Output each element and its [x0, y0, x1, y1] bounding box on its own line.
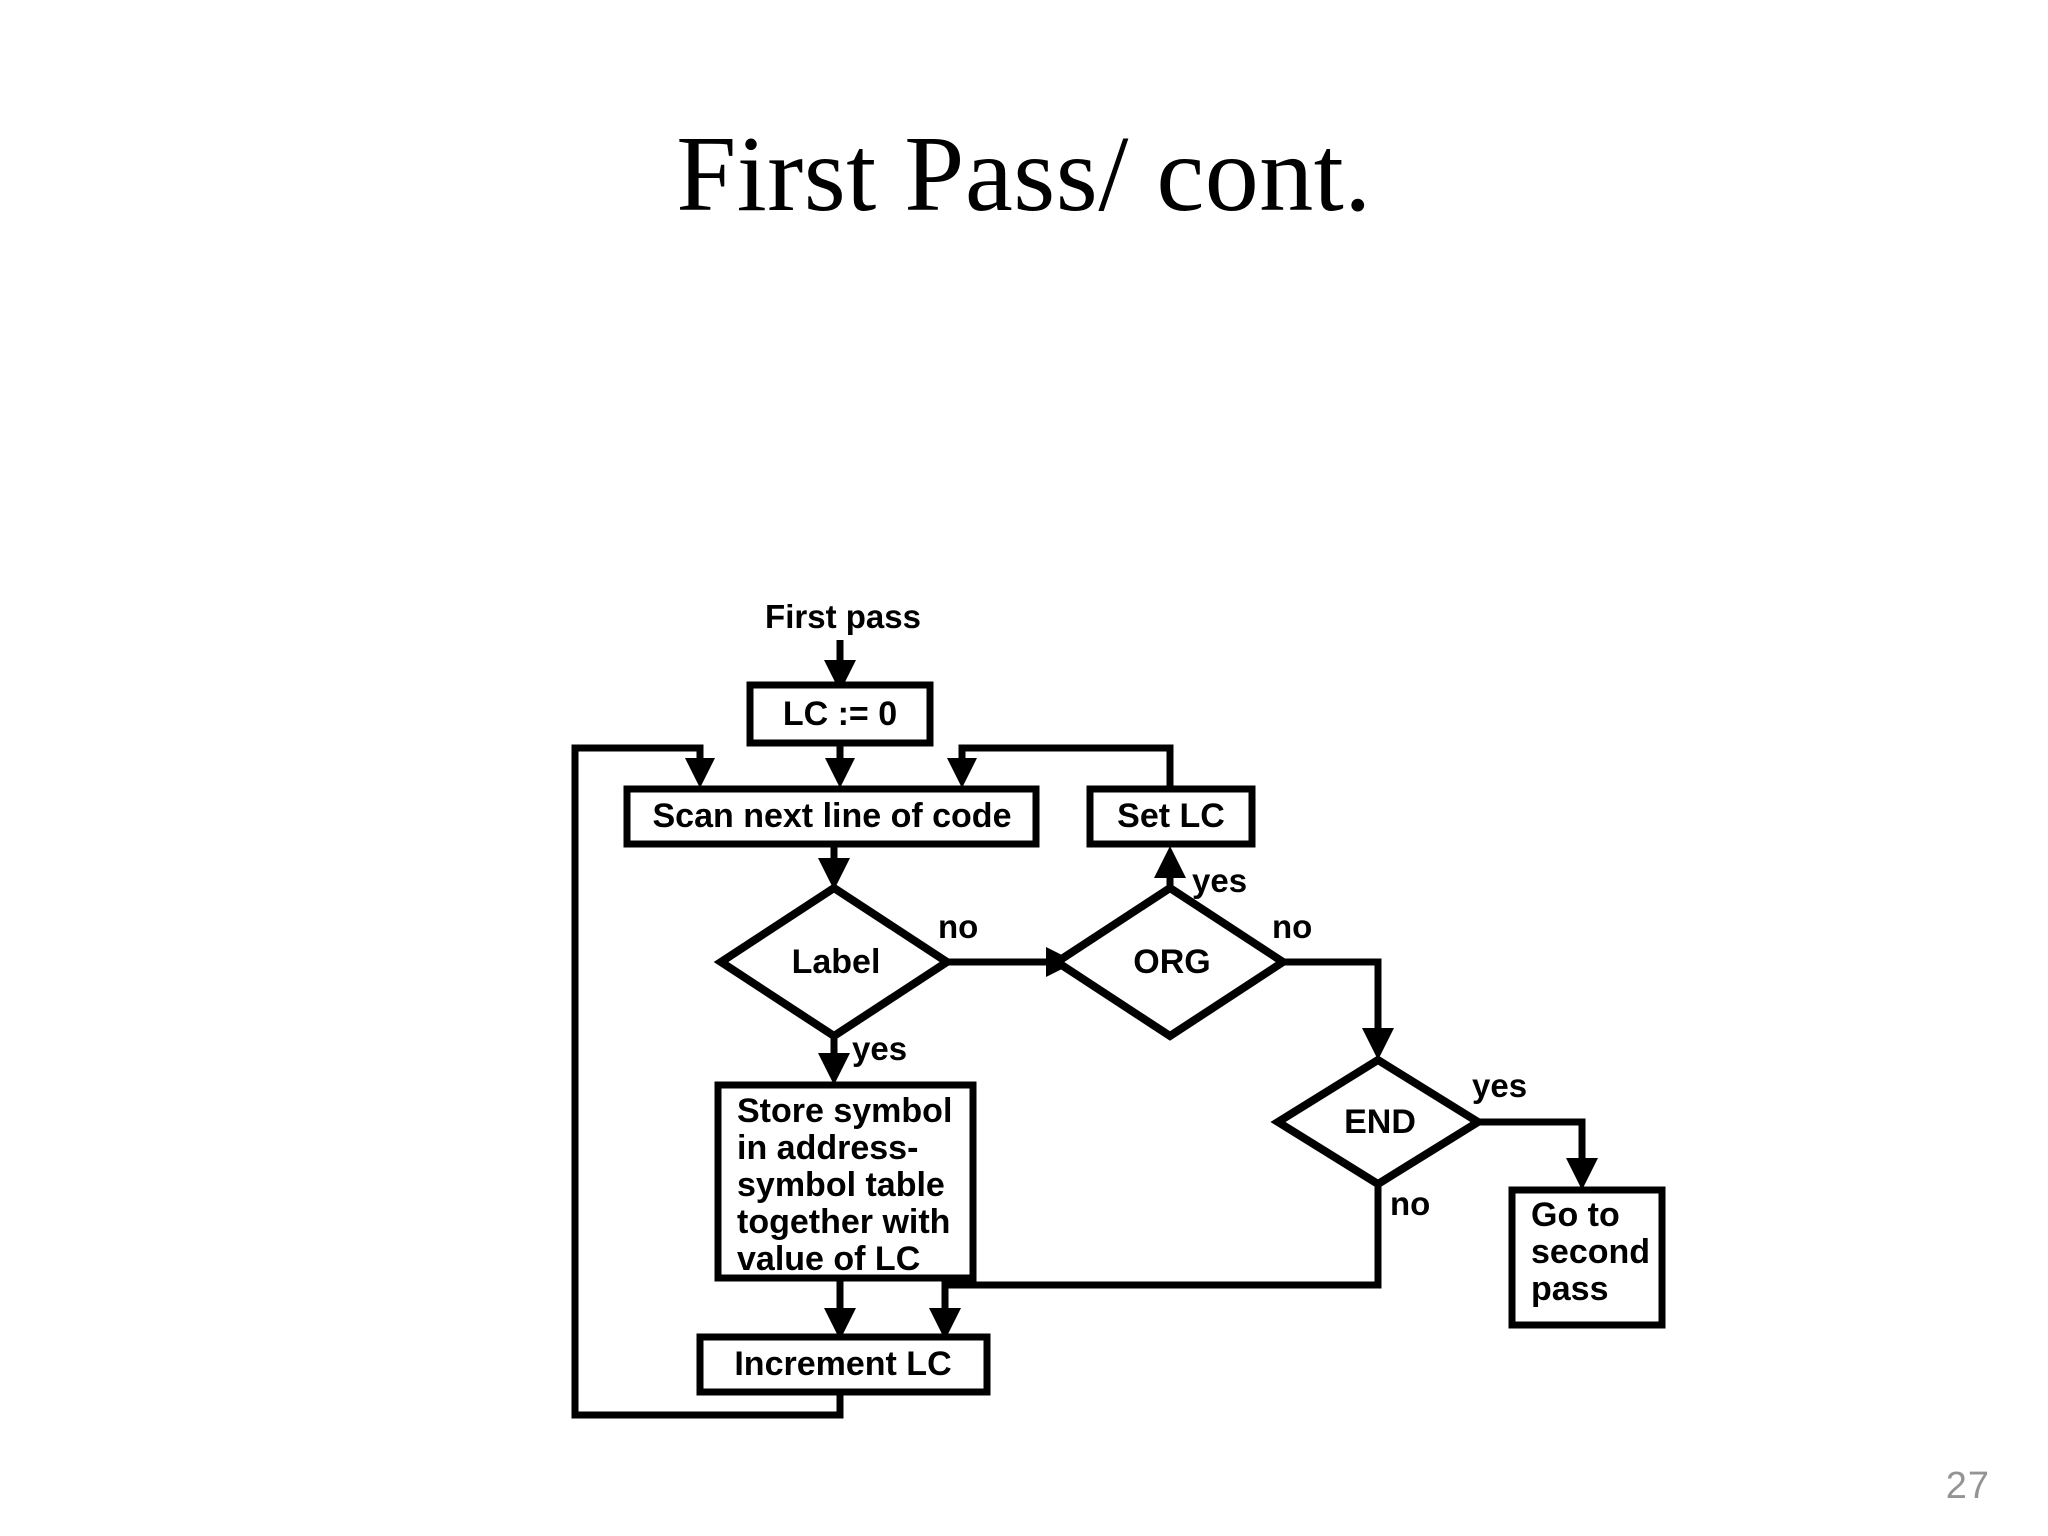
edge-label-end-yes: yes [1472, 1067, 1527, 1104]
entry-label: First pass [765, 598, 921, 635]
edge-entry-to-lc-init [824, 640, 856, 692]
node-lc-init-label: LC := 0 [783, 695, 897, 733]
edge-scan-to-label [818, 844, 850, 890]
edge-label-no: no [938, 908, 978, 945]
edge-increment-lc-to-scan [571, 744, 844, 1419]
node-go-to-second-pass-line-2: second [1531, 1233, 1650, 1271]
edge-label-yes: yes [852, 1030, 907, 1067]
page-number: 27 [1945, 1465, 1990, 1507]
edge-lc-init-to-scan [825, 743, 855, 788]
edge-org-yes-to-set-lc: yes [1154, 846, 1247, 899]
node-store-symbol-line-3: symbol table [737, 1166, 945, 1204]
node-set-lc[interactable]: Set LC [1086, 785, 1256, 848]
page-title: First Pass/ cont. [676, 115, 1372, 234]
node-store-symbol-line-2: in address- [737, 1129, 918, 1167]
node-go-to-second-pass-line-1: Go to [1531, 1196, 1620, 1234]
edge-end-no-to-increment-lc: no [929, 1184, 1430, 1340]
edge-set-lc-to-scan [947, 744, 1174, 788]
node-end-decision-label: END [1344, 1103, 1416, 1141]
node-lc-init[interactable]: LC := 0 [746, 681, 934, 747]
node-label-decision-label: Label [792, 943, 881, 981]
node-store-symbol-line-4: together with [737, 1203, 950, 1241]
node-store-symbol-line-5: value of LC [737, 1240, 920, 1278]
edge-label-no-to-org: no [938, 908, 1076, 977]
node-increment-lc[interactable]: Increment LC [696, 1333, 991, 1396]
edge-org-no-to-end: no [1272, 908, 1394, 1060]
node-set-lc-label: Set LC [1117, 797, 1225, 835]
node-org-decision[interactable]: ORG [1049, 883, 1291, 1041]
node-label-decision[interactable]: Label [713, 883, 955, 1041]
edge-store-symbol-to-increment-lc [824, 1278, 856, 1340]
edge-label-org-yes: yes [1192, 862, 1247, 899]
edge-end-yes-to-second-pass: yes [1472, 1067, 1598, 1190]
edge-label-org-no: no [1272, 908, 1312, 945]
node-scan-next-line-label: Scan next line of code [653, 797, 1012, 835]
node-go-to-second-pass[interactable]: Go to second pass [1508, 1186, 1666, 1329]
edge-label-end-no: no [1390, 1185, 1430, 1222]
node-org-decision-label: ORG [1133, 943, 1210, 981]
edge-label-yes-to-store: yes [818, 1030, 907, 1085]
node-increment-lc-label: Increment LC [734, 1345, 951, 1383]
node-store-symbol[interactable]: Store symbol in address- symbol table to… [714, 1081, 977, 1282]
node-store-symbol-line-1: Store symbol [737, 1092, 952, 1130]
node-scan-next-line[interactable]: Scan next line of code [623, 785, 1040, 848]
node-end-decision[interactable]: END [1270, 1055, 1486, 1189]
node-go-to-second-pass-line-3: pass [1531, 1270, 1609, 1308]
